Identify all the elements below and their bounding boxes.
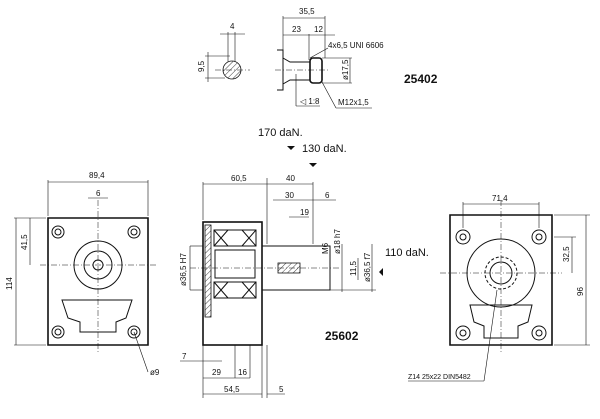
diameter-label: ø17,5: [341, 59, 350, 80]
key-spec-label: 4x6,5 UNI 6606: [328, 41, 384, 50]
nut-length-label: 12: [314, 25, 323, 34]
key-section-detail: 4 9,5: [197, 22, 250, 82]
key-width-label: 4: [230, 22, 235, 31]
part-code-25402: 25402: [404, 72, 438, 86]
key-height-label: 11,5: [349, 260, 358, 276]
tapered-shaft-detail: 35,5 23 12 4x6,5 UNI 6606 ø17,5 ◁ 1:8 M1…: [275, 7, 438, 109]
load-annotations: 170 daN. 130 daN. 110 daN.: [258, 127, 429, 276]
pilot-diameter-label: ø36,5 f7: [363, 252, 372, 282]
arrow-icon: [309, 163, 317, 167]
body-length-label: 60,5: [231, 174, 247, 183]
thread-label: M6: [321, 242, 330, 254]
side-view: 60,5 40 30 6 19 M6 ø18 h7 11,5 ø36,5 f7 …: [179, 174, 376, 398]
key-length-label: 30: [285, 191, 294, 200]
rear-width-label: 71,4: [492, 194, 508, 203]
front-height-label: 114: [5, 277, 14, 290]
rear-half-height-label: 32,5: [562, 246, 571, 262]
taper-length-label: 23: [292, 25, 301, 34]
arrow-icon: [287, 146, 295, 150]
front-offset-label: 6: [96, 189, 101, 198]
dim-16-label: 16: [238, 368, 247, 377]
dim-5-label: 5: [279, 385, 284, 394]
front-half-height-label: 41,5: [20, 234, 29, 250]
key-offset-label: 6: [325, 191, 330, 200]
front-width-label: 89,4: [89, 171, 105, 180]
bore-diameter-label: ø36,5 H7: [179, 253, 188, 286]
shaft-length-label: 40: [286, 174, 295, 183]
hole-diameter-label: ø9: [150, 368, 160, 377]
dim-54-5-label: 54,5: [224, 385, 240, 394]
rear-view: 71,4 32,5 96 Z14 25x22 DIN5482: [408, 194, 590, 382]
thread-depth-label: 19: [300, 208, 309, 217]
spline-spec-label: Z14 25x22 DIN5482: [408, 374, 471, 381]
dim-29-label: 29: [212, 368, 221, 377]
key-height-label: 9,5: [197, 60, 206, 72]
dim-7-label: 7: [182, 352, 187, 361]
rear-height-label: 96: [576, 287, 585, 296]
arrow-icon: [379, 268, 383, 276]
radial-load: 110 daN.: [385, 247, 429, 259]
front-view: 89,4 6 41,5 114 ø9: [5, 171, 160, 377]
part-code-25602: 25602: [325, 329, 359, 343]
axial-load-2: 130 daN.: [302, 143, 347, 155]
taper-label: ◁ 1:8: [300, 97, 320, 106]
thread-label: M12x1,5: [338, 98, 369, 107]
axial-load-1: 170 daN.: [258, 127, 303, 139]
shaft-diameter-label: ø18 h7: [333, 229, 342, 254]
overall-length-label: 35,5: [299, 7, 315, 16]
